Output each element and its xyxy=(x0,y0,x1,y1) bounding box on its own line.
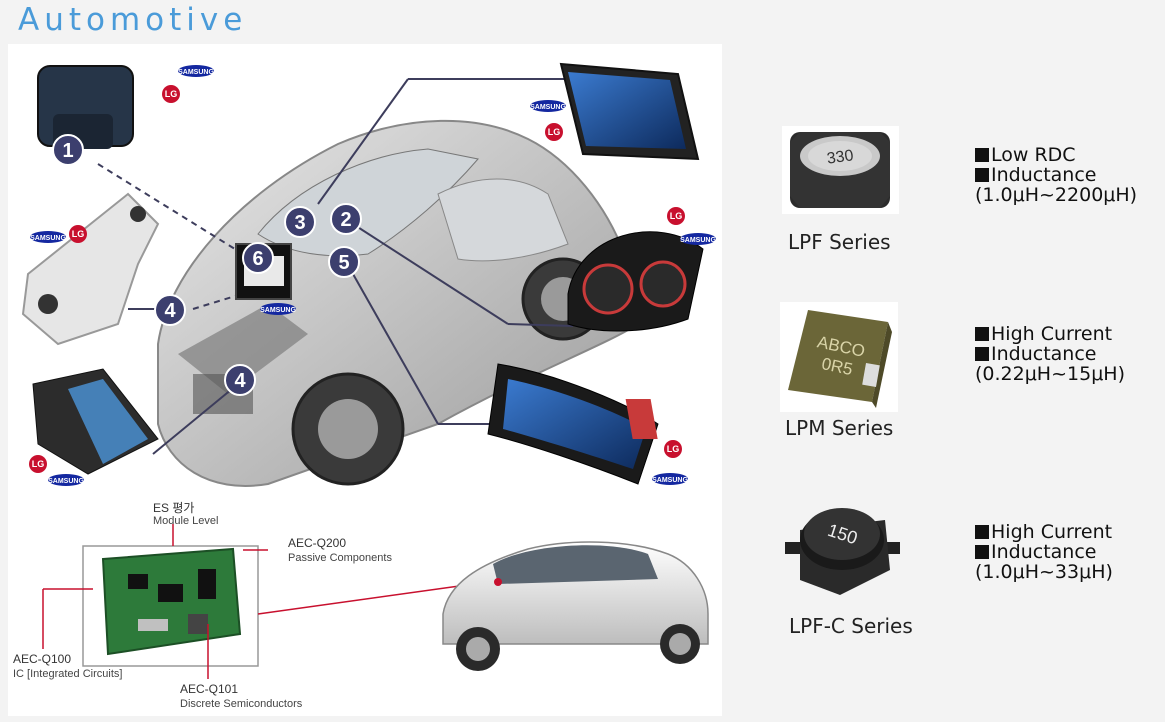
lpm-spec-3: (0.22μH~15μH) xyxy=(975,363,1125,385)
svg-text:4: 4 xyxy=(234,370,246,392)
svg-text:2: 2 xyxy=(340,209,351,231)
svg-text:SAMSUNG: SAMSUNG xyxy=(260,307,296,314)
badge-6: 6 xyxy=(242,242,274,274)
lpfc-spec-2: Inductance xyxy=(991,541,1097,563)
automotive-diagram: 1 2 3 4 4 5 6 SAMSUNG LG SAMSUNG LG SAMS… xyxy=(8,44,722,716)
aec-q100-title: AEC-Q100 xyxy=(13,652,71,666)
lpfc-spec-3: (1.0μH~33μH) xyxy=(975,561,1113,583)
svg-text:SAMSUNG: SAMSUNG xyxy=(48,478,84,485)
svg-text:LG: LG xyxy=(165,89,178,99)
page-title: Automotive xyxy=(18,2,248,38)
samsung-logo: SAMSUNG xyxy=(680,233,716,245)
infotainment-screen-image xyxy=(559,62,700,161)
samsung-logo: SAMSUNG xyxy=(652,473,688,485)
badge-1: 1 xyxy=(52,134,84,166)
lpm-specs: High Current Inductance (0.22μH~15μH) xyxy=(975,324,1125,384)
lpfc-spec-1: High Current xyxy=(991,521,1113,543)
aec-q100-subtitle: IC [Integrated Circuits] xyxy=(13,668,122,680)
radar-sensor-image xyxy=(32,368,159,475)
lpm-spec-1: High Current xyxy=(991,323,1113,345)
lpf-spec-3: (1.0μH~2200μH) xyxy=(975,184,1138,206)
lpf-series-label: LPF Series xyxy=(788,230,891,254)
svg-text:LG: LG xyxy=(72,229,85,239)
number-badges: 1 2 3 4 4 5 6 xyxy=(52,134,362,396)
samsung-logo: SAMSUNG xyxy=(30,231,66,243)
lpfc-specs: High Current Inductance (1.0μH~33μH) xyxy=(975,522,1113,582)
obd-module-image xyxy=(37,65,134,149)
lg-logo: LG xyxy=(664,440,682,458)
badge-4-bottom: 4 xyxy=(224,364,256,396)
aec-q200-subtitle: Passive Components xyxy=(288,552,392,564)
badge-5: 5 xyxy=(328,246,360,278)
curved-display-image xyxy=(487,363,659,485)
badge-4-top: 4 xyxy=(154,294,186,326)
lpf-inductor-image: 330 xyxy=(782,126,899,214)
lg-logo: LG xyxy=(162,85,180,103)
svg-text:6: 6 xyxy=(252,248,263,270)
lpf-spec-2: Inductance xyxy=(991,164,1097,186)
lpfc-series-label: LPF-C Series xyxy=(789,614,913,638)
lg-logo: LG xyxy=(667,207,685,225)
samsung-logo: SAMSUNG xyxy=(48,474,84,486)
svg-text:SAMSUNG: SAMSUNG xyxy=(178,69,214,76)
lg-logo: LG xyxy=(69,225,87,243)
svg-text:LG: LG xyxy=(548,127,561,137)
badge-2: 2 xyxy=(330,203,362,235)
es-title: ES 평가 xyxy=(153,501,194,515)
aec-q101-subtitle: Discrete Semiconductors xyxy=(180,698,303,710)
lpm-inductor-image: ABCO 0R5 xyxy=(780,302,898,412)
aec-q200-title: AEC-Q200 xyxy=(288,536,346,550)
svg-text:SAMSUNG: SAMSUNG xyxy=(530,104,566,111)
lpm-spec-2: Inductance xyxy=(991,343,1097,365)
svg-text:LG: LG xyxy=(32,459,45,469)
svg-text:LG: LG xyxy=(670,211,683,221)
svg-text:5: 5 xyxy=(338,252,349,274)
svg-text:4: 4 xyxy=(164,300,176,322)
lpfc-inductor-image: 150 xyxy=(780,500,905,600)
svg-text:SAMSUNG: SAMSUNG xyxy=(680,237,716,244)
samsung-logo: SAMSUNG xyxy=(260,303,296,315)
camera-bracket-image xyxy=(21,192,160,346)
samsung-logo: SAMSUNG xyxy=(178,65,214,77)
svg-text:1: 1 xyxy=(62,140,73,162)
samsung-logo: SAMSUNG xyxy=(530,100,566,112)
svg-text:SAMSUNG: SAMSUNG xyxy=(652,477,688,484)
badge-3: 3 xyxy=(284,206,316,238)
svg-text:LG: LG xyxy=(667,444,680,454)
instrument-cluster-image xyxy=(567,231,704,332)
svg-text:3: 3 xyxy=(294,212,305,234)
es-subtitle: Module Level xyxy=(153,515,218,527)
lpf-chip-marking: 330 xyxy=(826,147,855,168)
white-sedan-image xyxy=(442,541,709,671)
lg-logo: LG xyxy=(29,455,47,473)
aec-q101-title: AEC-Q101 xyxy=(180,682,238,696)
lpf-spec-1: Low RDC xyxy=(991,144,1076,166)
lpm-series-label: LPM Series xyxy=(785,416,894,440)
lg-logo: LG xyxy=(545,123,563,141)
brand-logos: SAMSUNG LG SAMSUNG LG SAMSUNG LG LG SAMS… xyxy=(29,65,716,486)
pcb-section: ES 평가 Module Level AEC-Q200 Passive Comp… xyxy=(13,501,489,710)
lpf-specs: Low RDC Inductance (1.0μH~2200μH) xyxy=(975,145,1137,205)
svg-text:SAMSUNG: SAMSUNG xyxy=(30,235,66,242)
